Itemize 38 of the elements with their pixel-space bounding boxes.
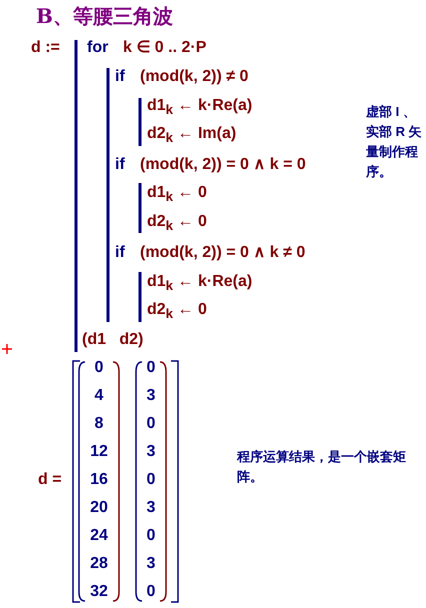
matrix-cell: 12 [90,443,108,461]
keyword: if [115,68,125,86]
matrix-cell: 0 [146,471,156,489]
matrix-cell: 16 [90,471,108,489]
program-line: (mod(k, 2)) = 0 ∧ k = 0 [140,156,306,174]
program-line: (mod(k, 2)) ≠ 0 [140,68,248,86]
program-line: d2$_{k}$ ← 0 [147,301,207,324]
program-line: (d1 d2) [82,331,144,349]
note-text: 虚部 I 、实部 R 矢量制作程序。 [366,103,423,181]
title: B、等腰三角波 [36,4,173,28]
matrix-cell: 0 [94,359,104,377]
matrix-cell: 3 [146,443,156,461]
variable-label: d := [31,39,60,57]
matrix-cell: 0 [146,583,156,601]
program-line: (mod(k, 2)) = 0 ∧ k ≠ 0 [140,244,306,262]
keyword: if [115,156,125,174]
keyword: for [87,39,108,57]
matrix-cell: 0 [146,359,156,377]
matrix-cell: 20 [90,499,108,517]
program-line: d1$_{k}$ ← 0 [147,184,207,206]
program-line: k ∈ 0 .. 2·P [123,39,206,57]
keyword: if [115,244,125,262]
matrix-cell: 24 [90,527,108,545]
program-line: d1$_{k}$ ← k·Re(a) [147,97,252,120]
matrix-cell: 3 [146,555,156,573]
matrix-cell: 3 [146,387,156,405]
matrix-cell: 28 [90,555,108,573]
matrix-cell: 8 [94,415,104,433]
program-line: d1$_{k}$ ← k·Re(a) [147,273,252,296]
matrix-cell: 4 [94,387,104,405]
program-line: d2$_{k}$ ← 0 [147,213,207,236]
matrix-cell: 0 [146,415,156,433]
matrix-cell: 3 [146,499,156,517]
matrix-cell: 0 [146,527,156,545]
matrix-cell: 32 [90,583,108,601]
program-line: d2$_{k}$ ← Im(a) [147,125,236,148]
note-text: 程序运算结果，是一个嵌套矩阵。 [237,448,407,486]
variable-label: d = [38,471,62,489]
